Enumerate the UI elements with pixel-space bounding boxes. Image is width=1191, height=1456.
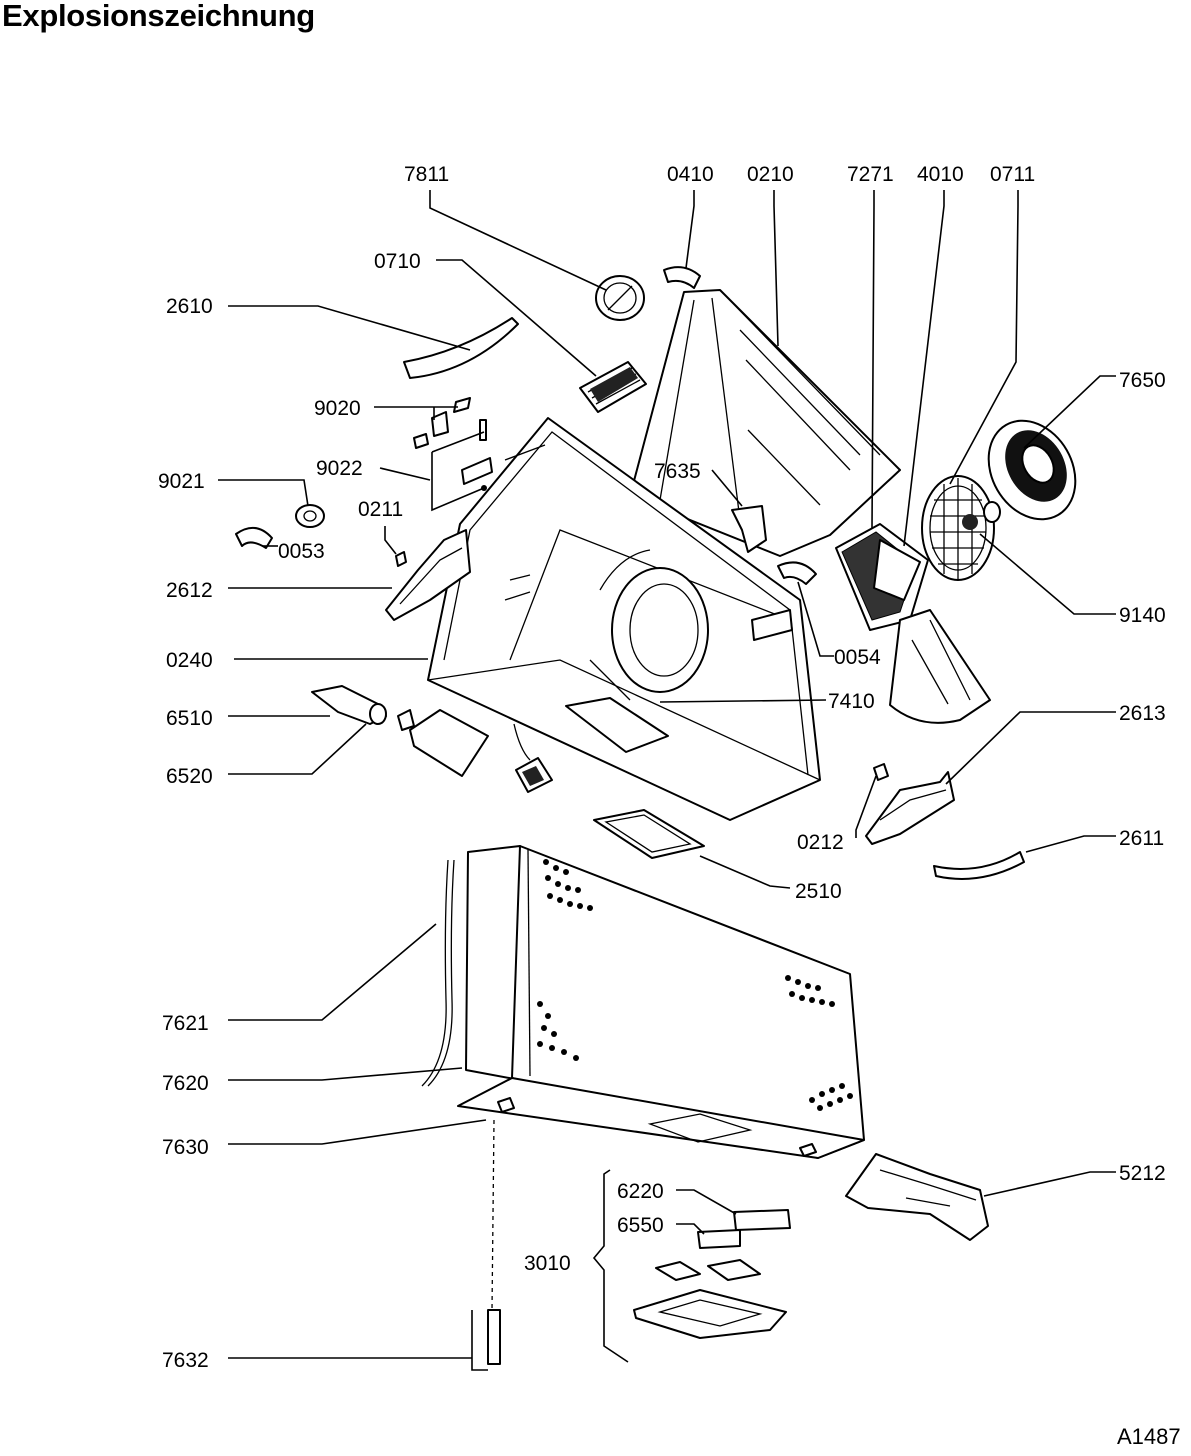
drawing-code: A1487 <box>1117 1424 1181 1449</box>
label-0212: 0212 <box>797 831 844 854</box>
part-7635-bracket <box>731 505 767 553</box>
part-0054-clip <box>777 561 817 585</box>
label-7811: 7811 <box>404 163 449 186</box>
label-9022: 9022 <box>316 457 363 480</box>
part-labels: 7811 0410 0210 7271 4010 0711 0710 2610 … <box>158 163 1166 1372</box>
part-7271-motor <box>835 523 929 631</box>
leader-lines <box>218 190 1116 1363</box>
label-7635: 7635 <box>654 460 701 483</box>
part-7811-ring <box>595 275 645 321</box>
part-0410-clip <box>663 266 701 289</box>
part-0711-fan-housing <box>889 609 991 724</box>
label-9140: 9140 <box>1119 604 1166 627</box>
part-0240-main-casing <box>427 417 821 821</box>
label-7650: 7650 <box>1119 369 1166 392</box>
label-7632: 7632 <box>162 1349 209 1372</box>
label-0240: 0240 <box>166 649 213 672</box>
label-7620: 7620 <box>162 1072 209 1095</box>
part-0210-hood-body <box>629 289 901 557</box>
part-0053-clip <box>235 527 273 549</box>
label-9020: 9020 <box>314 397 361 420</box>
label-4010: 4010 <box>917 163 964 186</box>
part-9140-grille <box>921 475 1001 581</box>
label-6520: 6520 <box>166 765 213 788</box>
label-6510: 6510 <box>166 707 213 730</box>
part-2613-side-bracket <box>865 771 955 845</box>
label-9021: 9021 <box>158 470 205 493</box>
label-5212: 5212 <box>1119 1162 1166 1185</box>
label-0054: 0054 <box>834 646 881 669</box>
label-0053: 0053 <box>278 540 325 563</box>
label-2611: 2611 <box>1119 827 1164 850</box>
part-5212-end-cap <box>845 1153 989 1241</box>
label-2613: 2613 <box>1119 702 1166 725</box>
part-2611-trim-strip <box>933 851 1025 880</box>
part-6520-lamp <box>397 709 415 731</box>
label-2612: 2612 <box>166 579 213 602</box>
part-0710-grease-filter <box>579 361 647 413</box>
label-0710: 0710 <box>374 250 421 273</box>
part-7650-carbon-filter <box>987 419 1077 521</box>
label-3010: 3010 <box>524 1252 571 1275</box>
label-2510: 2510 <box>795 880 842 903</box>
part-7620-7621-panel <box>421 845 521 1087</box>
part-7632-screw-set <box>471 1309 501 1371</box>
part-2612-side-bracket <box>385 529 471 621</box>
label-0410: 0410 <box>667 163 714 186</box>
part-2510-filter-frame <box>593 809 705 859</box>
part-lamp-bracket <box>409 709 489 777</box>
part-0212-clip <box>873 763 889 781</box>
part-7630-lower-casing <box>457 845 865 1311</box>
label-6220: 6220 <box>617 1180 664 1203</box>
label-0210: 0210 <box>747 163 794 186</box>
part-drawings <box>235 266 1077 1371</box>
part-9021-knob <box>295 504 325 528</box>
label-2610: 2610 <box>166 295 213 318</box>
label-7410: 7410 <box>828 690 875 713</box>
label-6550: 6550 <box>617 1214 664 1237</box>
label-0711: 0711 <box>990 163 1035 186</box>
part-9020-9022-switch <box>413 397 493 491</box>
part-0211-screw <box>395 551 407 567</box>
part-power-connector <box>513 723 553 793</box>
label-7621: 7621 <box>162 1012 209 1035</box>
page-title: Explosionszeichnung <box>2 0 315 33</box>
part-3010-control-unit <box>633 1209 791 1339</box>
part-6510-lamp-holder <box>311 685 387 725</box>
label-0211: 0211 <box>358 498 403 521</box>
label-7630: 7630 <box>162 1136 209 1159</box>
label-7271: 7271 <box>847 163 894 186</box>
vent-holes <box>537 859 853 1111</box>
